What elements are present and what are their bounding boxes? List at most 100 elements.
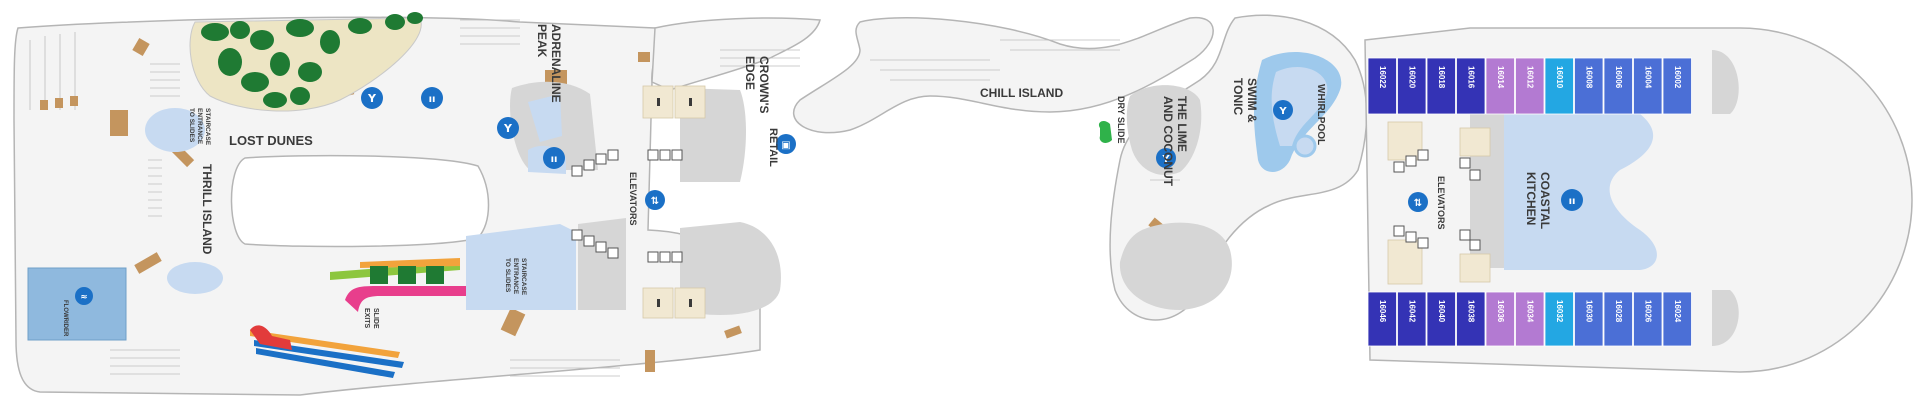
svg-text:CROWN'S EDGE: CROWN'S EDGE bbox=[743, 56, 771, 117]
swim-tonic-line1: SWIM & bbox=[1245, 78, 1259, 123]
cabin-16028[interactable] bbox=[1603, 291, 1633, 347]
retail-icon[interactable]: ▣ bbox=[776, 134, 796, 154]
cabin-16012[interactable] bbox=[1515, 57, 1545, 115]
cabin-number-16028: 16028 bbox=[1614, 300, 1623, 323]
svg-text:STAIRCASE ENTRANCE TO: STAIRCASE ENTRANCE TO SLIDES bbox=[504, 258, 527, 297]
cabin-16042[interactable] bbox=[1397, 291, 1427, 347]
cabin-16032[interactable] bbox=[1544, 291, 1574, 347]
cocktail-glass-icon: Y bbox=[1278, 106, 1287, 117]
coastal-kitchen-line2: KITCHEN bbox=[1524, 172, 1538, 225]
staircase-mid-line1: STAIRCASE bbox=[520, 258, 527, 296]
retail-blocks bbox=[642, 85, 1491, 319]
cabin-number-16018: 16018 bbox=[1437, 66, 1446, 89]
fork-knife-icon: ıı bbox=[551, 154, 558, 165]
slide-exits-line2: EXITS bbox=[363, 308, 370, 329]
elevator-banks bbox=[571, 149, 1481, 263]
elevator-icon-aft[interactable]: ⇅ bbox=[1408, 192, 1428, 212]
cabin-16018[interactable] bbox=[1426, 57, 1456, 115]
door-markers bbox=[657, 98, 692, 307]
lost-dunes-golf bbox=[189, 12, 423, 112]
cocktail-glass-icon: Y bbox=[503, 122, 513, 135]
cabin-number-16024: 16024 bbox=[1673, 300, 1682, 323]
cabin-number-16004: 16004 bbox=[1643, 66, 1652, 89]
cabin-16036[interactable] bbox=[1485, 291, 1515, 347]
flowrider-label: FLOWRIDER bbox=[62, 300, 68, 337]
thrill-island-label: THRILL ISLAND bbox=[200, 164, 214, 255]
staircase-mid-line3: TO SLIDES bbox=[504, 258, 511, 293]
adrenaline-peak-line2: PEAK bbox=[535, 24, 549, 58]
cabin-16008[interactable] bbox=[1574, 57, 1604, 115]
dining-icon-adrenaline[interactable]: ıı bbox=[543, 147, 565, 169]
adrenaline-peak-line1: ADRENALINE bbox=[549, 24, 563, 103]
staircase-left-line1: STAIRCASE bbox=[204, 108, 211, 146]
cabin-16030[interactable] bbox=[1574, 291, 1604, 347]
coastal-kitchen-line1: COASTAL bbox=[1538, 172, 1552, 229]
flowrider-area bbox=[27, 267, 127, 341]
cabin-number-16030: 16030 bbox=[1584, 300, 1593, 323]
whirlpool-label: WHIRLPOOL bbox=[1315, 84, 1326, 145]
cabin-16034[interactable] bbox=[1515, 291, 1545, 347]
staircase-left-line2: ENTRANCE bbox=[196, 108, 203, 145]
crowns-edge-line2: EDGE bbox=[743, 56, 757, 90]
wood-benches bbox=[40, 37, 1266, 372]
cocktail-glass-icon: Y bbox=[1161, 154, 1170, 165]
cabin-number-16012: 16012 bbox=[1525, 66, 1534, 89]
cabin-16046[interactable] bbox=[1367, 291, 1397, 347]
thrill-island-track bbox=[230, 154, 490, 248]
retail-label: RETAIL bbox=[767, 128, 779, 167]
dining-icon-coastal[interactable]: ıı bbox=[1561, 189, 1583, 211]
shopping-bag-icon: ▣ bbox=[781, 140, 790, 151]
cabin-16026[interactable] bbox=[1633, 291, 1663, 347]
cabin-16014[interactable] bbox=[1485, 57, 1515, 115]
pool-swim-and-tonic bbox=[1254, 51, 1342, 172]
bar-icon-swim[interactable]: Y bbox=[1273, 100, 1293, 120]
staircase-left bbox=[145, 108, 205, 152]
cabin-16024[interactable] bbox=[1662, 291, 1692, 347]
hull-chill-island bbox=[793, 16, 1214, 134]
cabin-number-16040: 16040 bbox=[1437, 300, 1446, 323]
cabin-16022[interactable] bbox=[1367, 57, 1397, 115]
elevator-icon: ⇅ bbox=[1414, 198, 1422, 209]
bar-icon-golf[interactable]: Y bbox=[361, 87, 383, 109]
staircase-left-line3: TO SLIDES bbox=[188, 108, 195, 143]
cabin-16016[interactable] bbox=[1456, 57, 1486, 115]
cabin-16040[interactable] bbox=[1426, 291, 1456, 347]
cabin-number-16008: 16008 bbox=[1584, 66, 1593, 89]
cabin-16002[interactable] bbox=[1662, 57, 1692, 115]
elevator-icon-fwd[interactable]: ⇅ bbox=[645, 190, 665, 210]
dining-icon-golf[interactable]: ıı bbox=[421, 87, 443, 109]
staircase-mid bbox=[466, 224, 576, 310]
fork-knife-icon: ıı bbox=[1569, 196, 1576, 207]
svg-text:ADRENALINE PEAK: ADRENALINE PEAK bbox=[535, 24, 563, 106]
cabin-number-16026: 16026 bbox=[1643, 300, 1652, 323]
cabin-number-16014: 16014 bbox=[1496, 66, 1505, 89]
elevators-aft-label: ELEVATORS bbox=[1436, 176, 1446, 230]
cabin-number-16006: 16006 bbox=[1614, 66, 1623, 89]
hull-bridge-top bbox=[651, 17, 821, 91]
cabin-number-16038: 16038 bbox=[1466, 300, 1475, 323]
cabin-16020[interactable] bbox=[1397, 57, 1427, 115]
cabin-number-16046: 16046 bbox=[1378, 300, 1387, 323]
bar-icon-lime[interactable]: Y bbox=[1156, 148, 1176, 168]
cabin-16038[interactable] bbox=[1456, 291, 1486, 347]
cabin-number-16032: 16032 bbox=[1555, 300, 1564, 323]
svg-text:THE LIME AND COCONUT: THE LIME AND COCONUT bbox=[1161, 96, 1189, 187]
surfer-icon bbox=[75, 287, 93, 305]
cabin-16004[interactable] bbox=[1633, 57, 1663, 115]
svg-text:COASTAL KITCHEN: COASTAL KITCHEN bbox=[1524, 172, 1552, 232]
cabin-number-16020: 16020 bbox=[1407, 66, 1416, 89]
elevator-icon: ⇅ bbox=[651, 196, 659, 207]
svg-text:≈: ≈ bbox=[80, 293, 88, 303]
cabin-16010[interactable] bbox=[1544, 57, 1574, 115]
svg-text:SWIM & TONIC: SWIM & TONIC bbox=[1231, 78, 1259, 126]
lime-coconut-line2: AND COCONUT bbox=[1161, 96, 1175, 187]
cocktail-glass-icon: Y bbox=[367, 92, 377, 105]
cabin-16006[interactable] bbox=[1603, 57, 1633, 115]
dry-slide bbox=[1098, 121, 1112, 143]
crowns-edge-line1: CROWN'S bbox=[757, 56, 771, 114]
cabin-number-16036: 16036 bbox=[1496, 300, 1505, 323]
bar-icon-adrenaline[interactable]: Y bbox=[497, 117, 519, 139]
